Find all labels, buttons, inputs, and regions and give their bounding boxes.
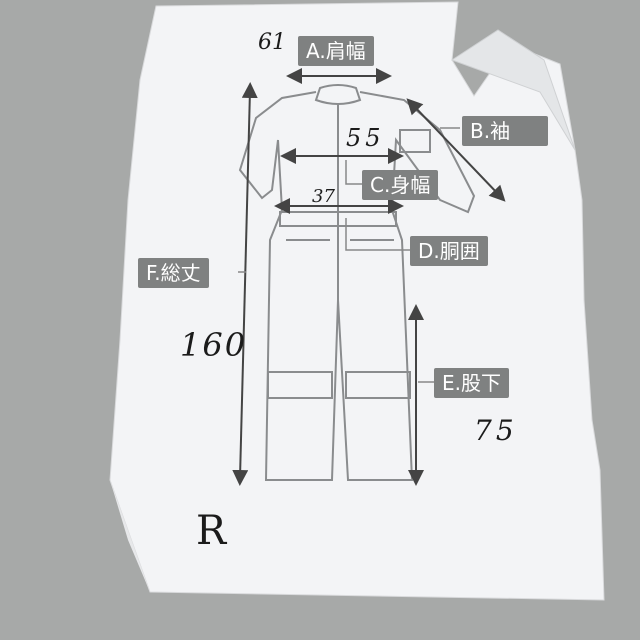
folded-corner — [450, 29, 576, 151]
handwritten-chest: 55 — [346, 124, 385, 152]
handwritten-total: 160 — [180, 326, 248, 364]
handwritten-waist: 37 — [312, 186, 335, 207]
total-length-arrow — [232, 82, 258, 486]
handwritten-shoulder: 61 — [258, 30, 286, 55]
sleeve-arrow — [406, 98, 506, 202]
handwritten-mark: R — [196, 508, 227, 554]
label-e-inseam: E.股下 — [434, 368, 509, 398]
label-d-waist: D.胴囲 — [410, 236, 488, 266]
label-b-sleeve: B.袖 — [462, 116, 548, 146]
leader-d — [345, 218, 410, 251]
label-c-chest: C.身幅 — [362, 170, 439, 200]
label-a-shoulder: A.肩幅 — [298, 36, 374, 66]
leader-c — [345, 160, 362, 185]
folded-corner-bottom — [110, 480, 150, 592]
label-f-total-length: F.総丈 — [138, 258, 209, 288]
dimension-lines — [232, 68, 506, 486]
handwritten-inseam: 75 — [474, 414, 518, 447]
